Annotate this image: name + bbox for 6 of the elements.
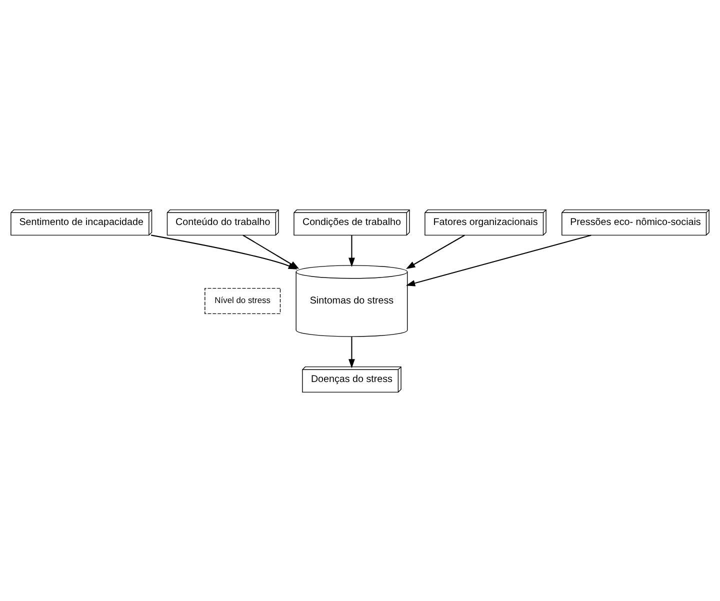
arrow [406, 234, 592, 286]
arrow [406, 234, 465, 268]
arrow [348, 234, 355, 266]
arrow [150, 234, 298, 269]
label: Nível do stress [214, 294, 270, 305]
arrow [348, 336, 355, 368]
